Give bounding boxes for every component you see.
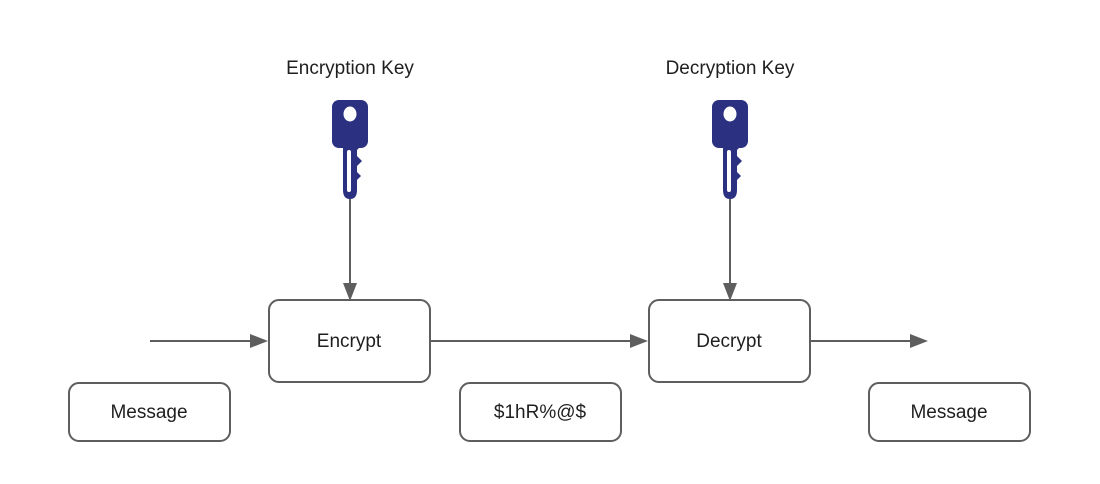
encrypt-node-label: Encrypt (317, 331, 382, 352)
encryption-key-label: Encryption Key (286, 58, 414, 79)
output-message-node[interactable]: Message (868, 382, 1031, 442)
input-message-box[interactable] (68, 382, 231, 442)
ciphertext-box[interactable] (459, 382, 622, 442)
decryption-key-icon (712, 100, 748, 199)
input-message-node[interactable]: Message (68, 382, 231, 442)
encryption-key-arrow (343, 199, 357, 301)
decryption-key-arrow (723, 199, 737, 301)
ciphertext-arrow (430, 334, 648, 348)
decrypt-node-label: Decrypt (696, 331, 762, 352)
input-message-arrow (150, 334, 268, 348)
encrypt-node[interactable]: Encrypt (268, 299, 431, 383)
ciphertext-node[interactable]: $1hR%@$ (459, 382, 622, 442)
input-message-label: Message (110, 402, 187, 423)
output-message-arrow (810, 334, 928, 348)
output-message-label: Message (910, 402, 987, 423)
encryption-key-icon (332, 100, 368, 199)
output-message-box[interactable] (868, 382, 1031, 442)
encrypt-node-box[interactable] (268, 299, 431, 383)
decryption-key-label: Decryption Key (666, 58, 795, 79)
decrypt-node[interactable]: Decrypt (648, 299, 811, 383)
decrypt-node-box[interactable] (648, 299, 811, 383)
ciphertext-label: $1hR%@$ (494, 402, 587, 423)
